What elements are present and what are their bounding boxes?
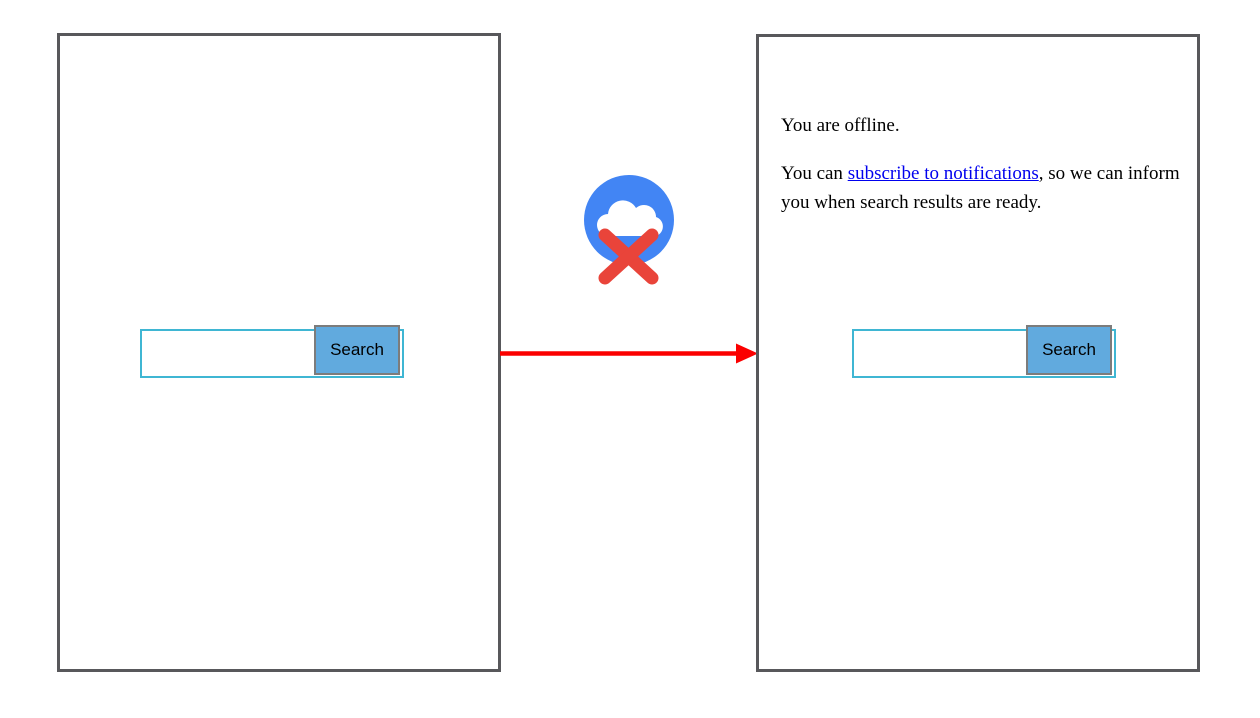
offline-status-text: You are offline. bbox=[781, 115, 900, 136]
search-button-left[interactable]: Search bbox=[314, 325, 400, 375]
subscribe-to-notifications-link[interactable]: subscribe to notifications bbox=[847, 163, 1039, 184]
right-page-frame: You are offline. You can subscribe to no… bbox=[756, 34, 1200, 672]
search-bar-right: Search bbox=[852, 325, 1116, 378]
cloud-icon bbox=[597, 200, 663, 236]
notify-text-before: You can bbox=[781, 163, 848, 184]
left-page-frame: Search bbox=[57, 33, 501, 672]
notification-sentence: You can subscribe to notifications, so w… bbox=[781, 159, 1185, 217]
offline-message-block: You are offline. You can subscribe to no… bbox=[781, 111, 1185, 236]
x-mark-stroke-2 bbox=[598, 228, 659, 285]
arrow-head bbox=[736, 343, 758, 364]
flow-arrow-right-icon bbox=[500, 343, 758, 364]
search-button-right[interactable]: Search bbox=[1026, 325, 1112, 375]
offline-cloud-icon bbox=[584, 175, 674, 285]
search-bar-left: Search bbox=[140, 325, 404, 378]
notify-text-after: , so we can inform you when search resul… bbox=[781, 163, 1180, 213]
